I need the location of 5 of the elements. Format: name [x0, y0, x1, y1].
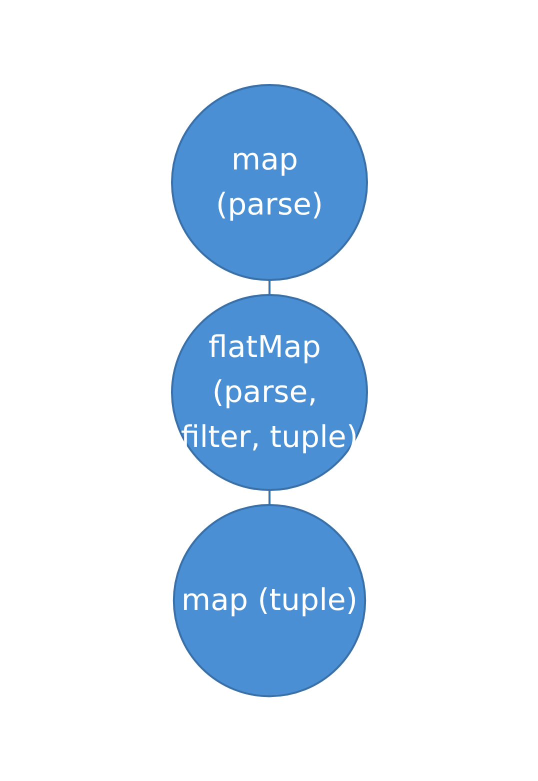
connector	[268, 280, 270, 295]
node-circle: flatMap (parse, filter, tuple)	[170, 294, 368, 491]
connector	[268, 490, 270, 505]
node-circle: map (parse)	[170, 84, 368, 281]
node-circle: map (tuple)	[172, 504, 366, 698]
